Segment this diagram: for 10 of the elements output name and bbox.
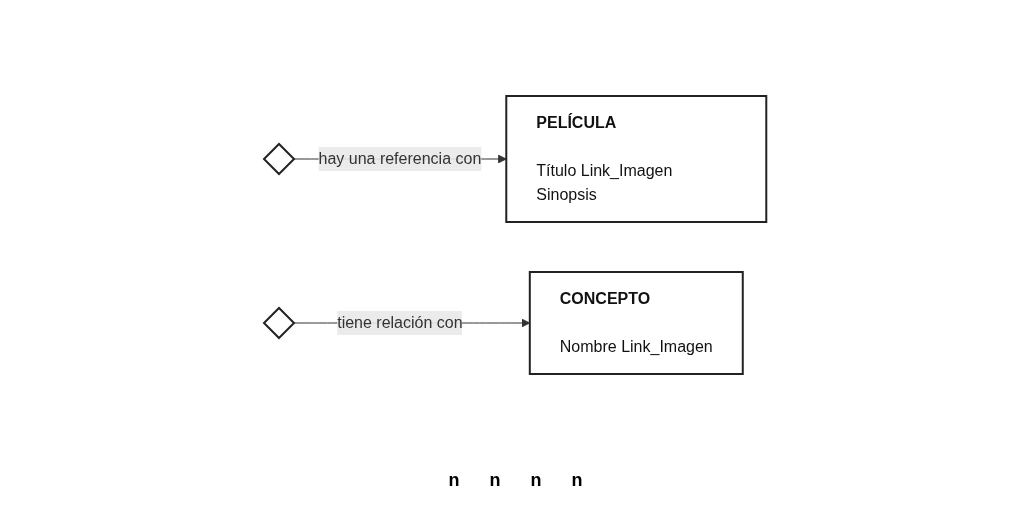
node-box: PELÍCULA Título Link_Imagen Sinopsis	[505, 95, 768, 223]
node-diamond	[262, 306, 296, 340]
edge-label: hay una referencia con	[318, 150, 482, 167]
node-diamond	[262, 142, 296, 176]
cardinality-label: n	[489, 470, 501, 491]
cardinality-label: n	[571, 470, 583, 491]
cardinality-label: n	[448, 470, 460, 491]
edge-label: tiene relación con	[337, 314, 463, 331]
node-box: CONCEPTO Nombre Link_Imagen	[529, 271, 745, 375]
cardinality-label: n	[530, 470, 542, 491]
